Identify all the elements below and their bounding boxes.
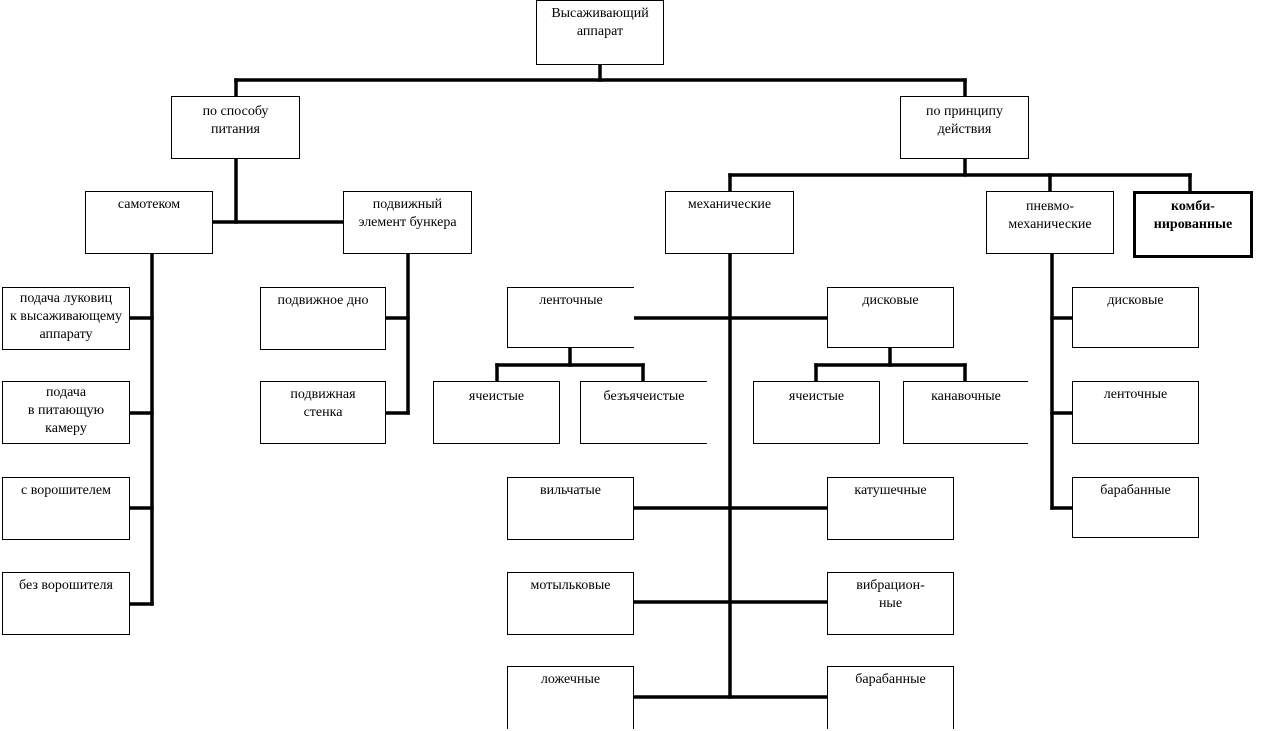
- node-moving-element: подвижный элемент бункера: [343, 191, 472, 254]
- node-pneumo-mechanical: пневмо- механические: [986, 191, 1114, 254]
- root-node: Высаживающий аппарат: [536, 0, 664, 65]
- node-mech-forked: вильчатые: [507, 477, 634, 540]
- node-gravity-item-3: с ворошителем: [2, 477, 130, 540]
- node-moving-item-2: подвижная стенка: [260, 381, 386, 444]
- node-mech-reel: катушечные: [827, 477, 954, 540]
- node-gravity-item-2: подача в питающую камеру: [2, 381, 130, 444]
- node-belt: ленточные: [507, 287, 634, 348]
- node-mech-spoon: ложечные: [507, 666, 634, 729]
- node-mechanical: механические: [665, 191, 794, 254]
- node-mech-moth: мотыльковые: [507, 572, 634, 635]
- node-gravity-item-1: подача луковиц к высаживающему аппарату: [2, 287, 130, 350]
- node-gravity-item-4: без ворошителя: [2, 572, 130, 635]
- node-pneumo-drum: барабанные: [1072, 477, 1199, 538]
- node-pneumo-disc: дисковые: [1072, 287, 1199, 348]
- node-mech-drum: барабанные: [827, 666, 954, 729]
- node-belt-item-cellless: безъячеистые: [580, 381, 707, 444]
- node-moving-item-1: подвижное дно: [260, 287, 386, 350]
- node-belt-item-cellular: ячеистые: [433, 381, 560, 444]
- node-by-feeding: по способу питания: [171, 96, 300, 159]
- node-gravity: самотеком: [85, 191, 213, 254]
- node-pneumo-belt: ленточные: [1072, 381, 1199, 444]
- node-by-principle: по принципу действия: [900, 96, 1029, 159]
- node-disc-item-cellular: ячеистые: [753, 381, 880, 444]
- node-combined: комби- нированные: [1133, 191, 1253, 258]
- node-mech-vibration: вибрацион- ные: [827, 572, 954, 635]
- node-disc: дисковые: [827, 287, 954, 348]
- node-disc-item-groove: канавочные: [903, 381, 1028, 444]
